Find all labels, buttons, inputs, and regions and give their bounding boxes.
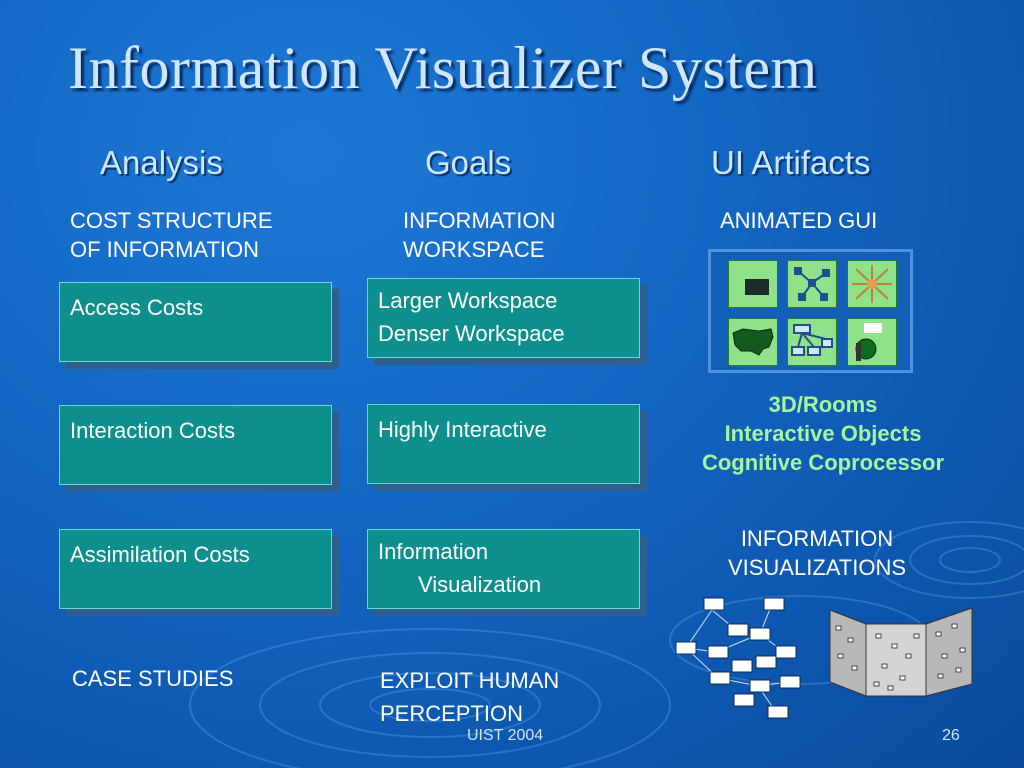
case-studies-label: CASE STUDIES: [72, 666, 234, 691]
access-costs-box: Access Costs: [59, 282, 332, 362]
interactive-objects-label: Interactive Objects: [724, 421, 922, 446]
column-heading-analysis: Analysis: [100, 144, 223, 181]
assimilation-costs-box: Assimilation Costs: [59, 529, 332, 609]
interaction-costs-label: Interaction Costs: [70, 418, 236, 443]
artifact-features: 3D/Rooms Interactive Objects Cognitive C…: [668, 390, 978, 477]
footer-event: UIST 2004: [467, 727, 544, 744]
visualization-goal-box: Information Visualization: [367, 529, 640, 609]
goals-heading-line-2: WORKSPACE: [403, 237, 545, 262]
info-viz-heading: INFORMATION VISUALIZATIONS: [692, 524, 942, 582]
larger-workspace-label: Larger Workspace: [378, 288, 558, 313]
cognitive-coprocessor-label: Cognitive Coprocessor: [701, 450, 945, 475]
analysis-heading: COST STRUCTURE OF INFORMATION: [70, 206, 273, 264]
column-heading-goals: Goals: [425, 144, 512, 181]
us-map-icon: [728, 318, 778, 366]
analysis-heading-line-2: OF INFORMATION: [70, 237, 260, 262]
cone-tree-icon: [675, 597, 801, 719]
highly-interactive-label: Highly Interactive: [378, 417, 547, 442]
tree-diagram-icon: [787, 260, 837, 308]
info-viz-line-2: VISUALIZATIONS: [727, 555, 907, 580]
exploit-human-line: EXPLOIT HUMAN: [380, 668, 560, 693]
info-viz-line-1: INFORMATION: [740, 526, 894, 551]
visualization-label: Visualization: [418, 572, 542, 597]
information-label: Information: [378, 539, 489, 564]
rooms-thumbnail-icon: [728, 260, 778, 308]
slide-title: Information Visualizer System: [68, 35, 818, 101]
perspective-wall-icon: [829, 607, 973, 697]
rooms-3d-label: 3D/Rooms: [768, 392, 878, 417]
perception-line: PERCEPTION: [380, 701, 524, 726]
assimilation-costs-label: Assimilation Costs: [70, 542, 250, 567]
access-costs-label: Access Costs: [70, 295, 204, 320]
page-number: 26: [942, 727, 960, 744]
goals-heading: INFORMATION WORKSPACE: [403, 206, 555, 264]
radial-star-icon: [847, 260, 897, 308]
interactive-goal-box: Highly Interactive: [367, 404, 640, 484]
analysis-heading-line-1: COST STRUCTURE: [70, 208, 273, 233]
goals-heading-line-1: INFORMATION: [403, 208, 556, 233]
animated-gui-artifact: [708, 249, 913, 373]
interaction-costs-box: Interaction Costs: [59, 405, 332, 485]
denser-workspace-label: Denser Workspace: [378, 321, 565, 346]
globe-icon: [847, 318, 897, 366]
workspace-goal-box: Larger Workspace Denser Workspace: [367, 278, 640, 358]
animated-gui-label: ANIMATED GUI: [720, 208, 878, 233]
hierarchy-icon: [787, 318, 837, 366]
column-heading-ui-artifacts: UI Artifacts: [711, 144, 871, 181]
exploit-perception-label: EXPLOIT HUMAN PERCEPTION: [380, 664, 559, 730]
